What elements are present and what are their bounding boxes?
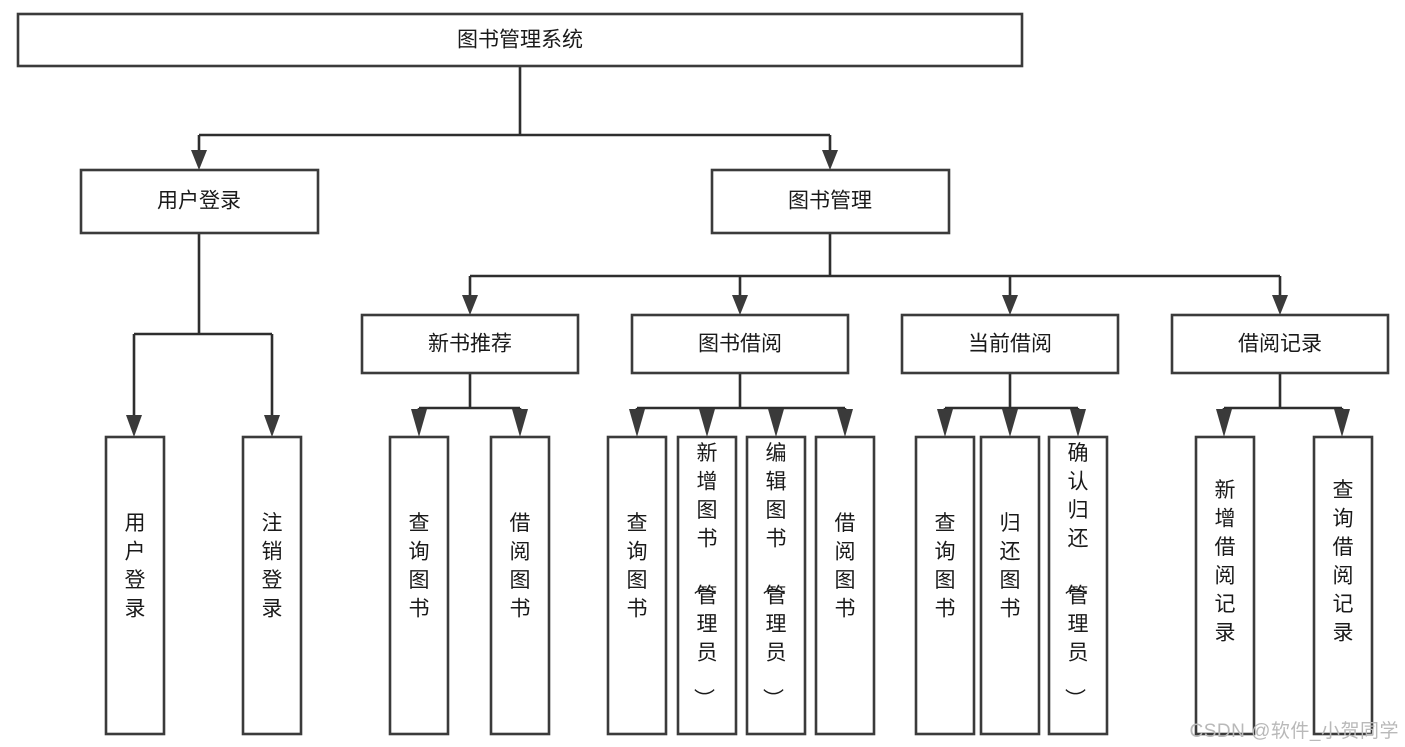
connector-group-new-book-recommend xyxy=(411,373,528,437)
node-book-borrow[interactable]: 图书借阅 xyxy=(630,313,850,375)
node-new-book-recommend-label: 新书推荐 xyxy=(428,333,512,356)
node-leaf-borrow-book-1-box[interactable] xyxy=(489,435,551,736)
arrow-head-leaf-query-book-3 xyxy=(937,409,953,437)
csdn-watermark: CSDN @软件_小贺同学 xyxy=(1189,721,1399,742)
arrow-head-leaf-return-book xyxy=(1002,409,1018,437)
arrow-head-leaf-edit-book xyxy=(768,409,784,437)
node-leaf-logout[interactable]: 注销登录 xyxy=(241,435,303,736)
node-borrow-record-label: 借阅记录 xyxy=(1238,333,1322,356)
connector-group-root xyxy=(191,66,838,170)
arrow-head-leaf-user-login xyxy=(126,415,142,437)
node-book-management[interactable]: 图书管理 xyxy=(710,168,951,235)
node-book-borrow-label: 图书借阅 xyxy=(698,333,782,356)
arrow-head-book-borrow xyxy=(732,295,748,315)
node-leaf-borrow-book-1-label: 借阅图书 xyxy=(510,512,531,621)
node-leaf-borrow-book-1[interactable]: 借阅图书 xyxy=(489,435,551,736)
connector-group-user-login xyxy=(126,233,280,437)
node-leaf-edit-book[interactable]: 编辑图书（管理员） xyxy=(745,435,807,736)
arrow-head-borrow-record xyxy=(1272,295,1288,315)
node-leaf-query-record[interactable]: 查询借阅记录 xyxy=(1312,435,1374,736)
node-leaf-query-book-2-label: 查询图书 xyxy=(627,512,648,621)
node-leaf-query-book-2[interactable]: 查询图书 xyxy=(606,435,668,736)
node-leaf-query-book-1-label: 查询图书 xyxy=(409,512,430,621)
node-leaf-query-book-1[interactable]: 查询图书 xyxy=(388,435,450,736)
connector-group-current-borrow xyxy=(937,373,1086,437)
node-leaf-add-book-box[interactable] xyxy=(676,435,738,736)
node-leaf-add-book-label: 新增图书（管理员） xyxy=(692,442,718,709)
node-new-book-recommend-box[interactable] xyxy=(360,313,580,375)
node-leaf-query-record-label: 查询借阅记录 xyxy=(1333,479,1354,645)
connector-group-borrow-record xyxy=(1216,373,1350,437)
node-leaf-return-book[interactable]: 归还图书 xyxy=(979,435,1041,736)
arrow-head-leaf-logout xyxy=(264,415,280,437)
arrow-head-leaf-query-book-2 xyxy=(629,409,645,437)
node-leaf-confirm-return-label: 确认归还（管理员） xyxy=(1063,442,1089,709)
arrow-head-leaf-confirm-return xyxy=(1070,409,1086,437)
node-current-borrow-label: 当前借阅 xyxy=(968,333,1052,356)
node-leaf-user-login[interactable]: 用户登录 xyxy=(104,435,166,736)
node-leaf-return-book-box[interactable] xyxy=(979,435,1041,736)
node-borrow-record[interactable]: 借阅记录 xyxy=(1170,313,1390,375)
node-leaf-add-record-box[interactable] xyxy=(1194,435,1256,736)
node-leaf-query-book-3[interactable]: 查询图书 xyxy=(914,435,976,736)
arrow-head-leaf-borrow-book-1 xyxy=(512,409,528,437)
node-book-management-box[interactable] xyxy=(710,168,951,235)
arrow-head-leaf-query-record xyxy=(1334,409,1350,437)
node-user-login[interactable]: 用户登录 xyxy=(79,168,320,235)
node-borrow-record-box[interactable] xyxy=(1170,313,1390,375)
node-book-borrow-box[interactable] xyxy=(630,313,850,375)
node-leaf-add-record-label: 新增借阅记录 xyxy=(1215,479,1236,645)
node-leaf-query-book-1-box[interactable] xyxy=(388,435,450,736)
arrow-head-current-borrow xyxy=(1002,295,1018,315)
node-leaf-logout-label: 注销登录 xyxy=(262,512,283,621)
node-root-system[interactable]: 图书管理系统 xyxy=(16,12,1024,68)
node-leaf-user-login-box[interactable] xyxy=(104,435,166,736)
node-leaf-borrow-book-2[interactable]: 借阅图书 xyxy=(814,435,876,736)
arrow-head-user-login xyxy=(191,150,207,170)
arrow-head-leaf-query-book-1 xyxy=(411,409,427,437)
connector-group-book-borrow xyxy=(629,373,853,437)
node-leaf-confirm-return[interactable]: 确认归还（管理员） xyxy=(1047,435,1109,736)
arrow-head-leaf-add-book xyxy=(699,409,715,437)
node-leaf-confirm-return-box[interactable] xyxy=(1047,435,1109,736)
node-leaf-edit-book-label: 编辑图书（管理员） xyxy=(761,442,787,709)
node-leaf-add-record[interactable]: 新增借阅记录 xyxy=(1194,435,1256,736)
connector-group-book-management xyxy=(462,233,1288,315)
node-leaf-borrow-book-2-label: 借阅图书 xyxy=(835,512,856,621)
node-leaf-query-book-3-label: 查询图书 xyxy=(935,512,956,621)
node-leaf-return-book-label: 归还图书 xyxy=(1000,512,1021,621)
node-root-box[interactable] xyxy=(16,12,1024,68)
arrow-head-book-management xyxy=(822,150,838,170)
node-leaf-logout-box[interactable] xyxy=(241,435,303,736)
node-book-management-label: 图书管理 xyxy=(788,190,872,213)
node-current-borrow[interactable]: 当前借阅 xyxy=(900,313,1120,375)
arrow-head-leaf-add-record xyxy=(1216,409,1232,437)
node-leaf-borrow-book-2-box[interactable] xyxy=(814,435,876,736)
node-root-label: 图书管理系统 xyxy=(457,29,583,52)
node-user-login-label: 用户登录 xyxy=(157,190,241,213)
node-leaf-query-book-3-box[interactable] xyxy=(914,435,976,736)
node-new-book-recommend[interactable]: 新书推荐 xyxy=(360,313,580,375)
node-current-borrow-box[interactable] xyxy=(900,313,1120,375)
node-leaf-edit-book-box[interactable] xyxy=(745,435,807,736)
node-leaf-query-book-2-box[interactable] xyxy=(606,435,668,736)
node-leaf-add-book[interactable]: 新增图书（管理员） xyxy=(676,435,738,736)
node-leaf-user-login-label: 用户登录 xyxy=(125,512,146,621)
arrow-head-leaf-borrow-book-2 xyxy=(837,409,853,437)
node-user-login-box[interactable] xyxy=(79,168,320,235)
arrow-head-new-book-recommend xyxy=(462,295,478,315)
node-leaf-query-record-box[interactable] xyxy=(1312,435,1374,736)
